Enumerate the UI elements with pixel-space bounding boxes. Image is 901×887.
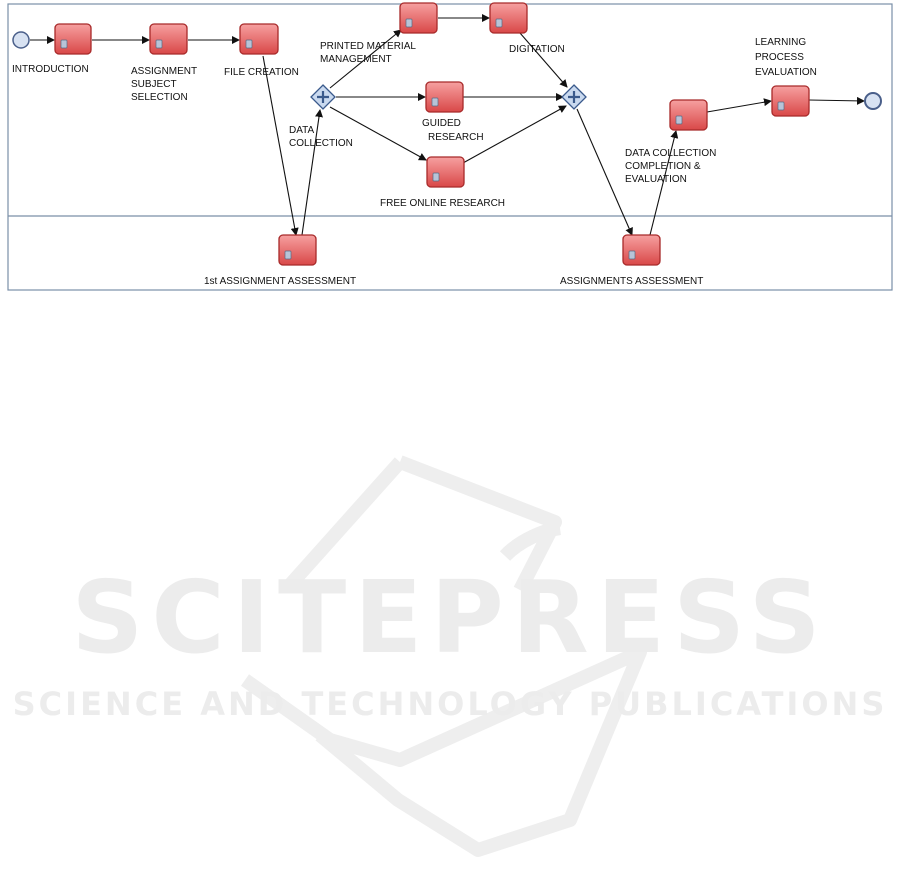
task-icon xyxy=(245,39,253,49)
task-icon xyxy=(432,172,440,182)
watermark-title: SCITEPRESS xyxy=(71,559,828,676)
flow-gateway-free xyxy=(329,106,427,161)
label-learning-process-evaluation: LEARNING PROCESS EVALUATION xyxy=(755,37,817,78)
task-guided-research[interactable] xyxy=(425,81,464,113)
flow-digitation-join xyxy=(519,32,568,88)
task-icon xyxy=(405,18,413,28)
task-free-online-research[interactable] xyxy=(426,156,465,188)
process-diagram: INTRODUCTION ASSIGNMENT SUBJECT SELECTIO… xyxy=(7,2,893,291)
task-file-creation[interactable] xyxy=(239,23,279,55)
flow-file-firstassess xyxy=(262,55,299,236)
task-icon xyxy=(628,250,636,260)
task-first-assignment-assessment[interactable] xyxy=(278,234,317,266)
task-icon xyxy=(155,39,163,49)
flow-gateway-printed xyxy=(329,29,402,89)
sequence-flows xyxy=(30,14,865,236)
task-data-collection-completion[interactable] xyxy=(669,99,708,131)
task-assignment-subject-selection[interactable] xyxy=(149,23,188,55)
label-digitation: DIGITATION xyxy=(509,44,565,55)
flow-join-assessments xyxy=(576,108,633,236)
task-icon xyxy=(431,97,439,107)
flow-firstassess-gateway xyxy=(301,109,323,236)
start-event xyxy=(12,31,30,49)
task-icon xyxy=(675,115,683,125)
task-assignments-assessment[interactable] xyxy=(622,234,661,266)
label-guided-research: GUIDED RESEARCH xyxy=(422,118,484,143)
label-introduction: INTRODUCTION xyxy=(12,64,89,75)
flow-completion-learning xyxy=(706,98,772,113)
label-assignment-subject-selection: ASSIGNMENT SUBJECT SELECTION xyxy=(131,66,200,103)
flow-assessments-completion xyxy=(649,130,679,236)
task-icon xyxy=(495,18,503,28)
task-icon xyxy=(60,39,68,49)
scitepress-watermark: SCITEPRESS SCIENCE AND TECHNOLOGY PUBLIC… xyxy=(13,455,888,857)
label-free-online-research: FREE ONLINE RESEARCH xyxy=(380,198,505,209)
task-printed-material-management[interactable] xyxy=(399,2,438,34)
plus-icon xyxy=(317,91,329,103)
label-file-creation: FILE CREATION xyxy=(224,67,299,78)
flow-free-join xyxy=(462,105,567,164)
flow-learning-end xyxy=(808,96,865,105)
label-data-collection-gateway: DATA COLLECTION xyxy=(289,125,353,149)
plus-icon xyxy=(568,91,580,103)
gateway-join xyxy=(561,84,587,110)
task-icon xyxy=(777,101,785,111)
task-introduction[interactable] xyxy=(54,23,92,55)
book-logo xyxy=(240,455,647,857)
task-icon xyxy=(284,250,292,260)
task-digitation[interactable] xyxy=(489,2,528,34)
task-learning-process-evaluation[interactable] xyxy=(771,85,810,117)
label-printed-material-management: PRINTED MATERIAL MANAGEMENT xyxy=(320,41,418,65)
gateway-split xyxy=(310,84,336,110)
end-event xyxy=(864,92,882,110)
label-first-assignment-assessment: 1st ASSIGNMENT ASSESSMENT xyxy=(204,276,356,287)
pool xyxy=(7,3,893,291)
label-assignments-assessment: ASSIGNMENTS ASSESSMENT xyxy=(560,276,703,287)
label-data-collection-completion: DATA COLLECTION COMPLETION & EVALUATION xyxy=(625,148,719,185)
watermark-subtitle: SCIENCE AND TECHNOLOGY PUBLICATIONS xyxy=(13,685,888,723)
